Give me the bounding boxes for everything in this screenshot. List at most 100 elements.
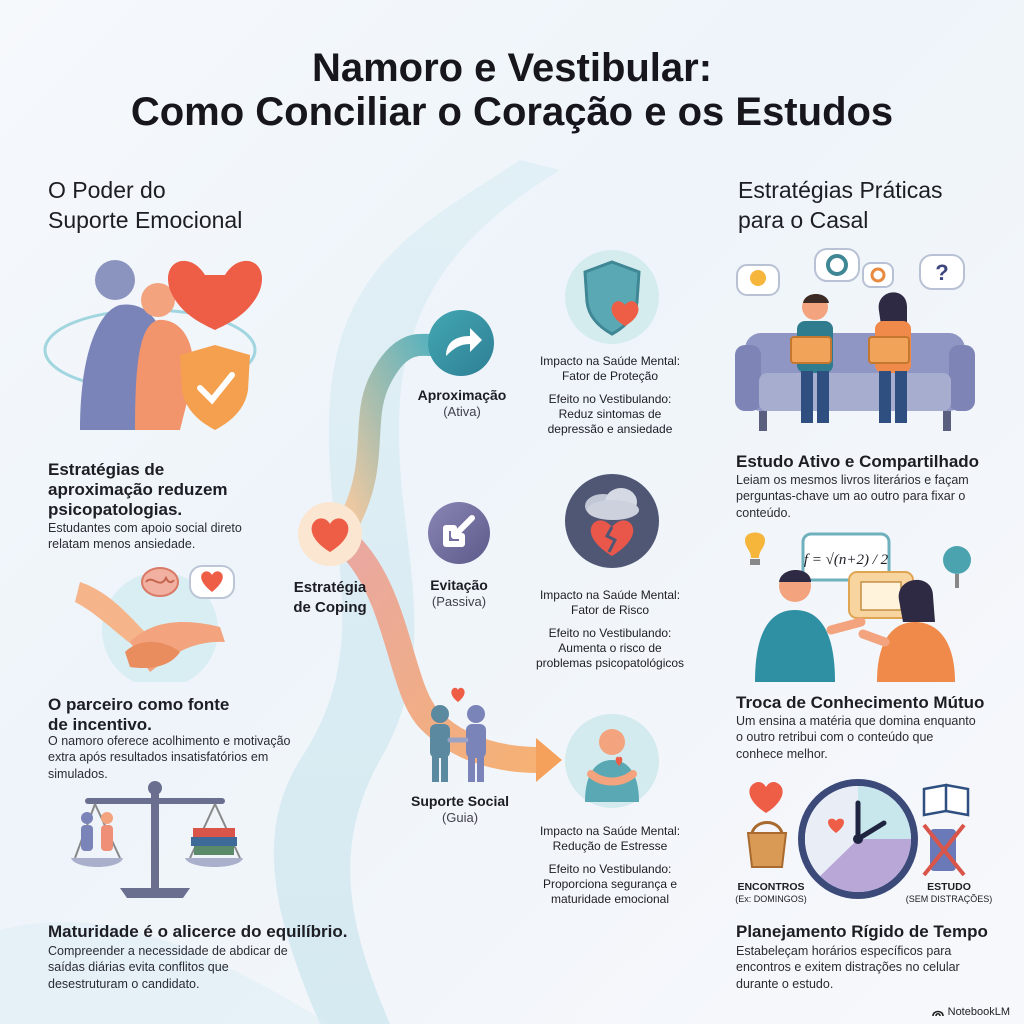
left-item-1-heading-line1: Estratégias de xyxy=(48,460,165,479)
suporte-impact-title: Impacto na Saúde Mental: xyxy=(539,824,681,838)
suporte-impact-value: Redução de Estresse xyxy=(552,839,668,853)
notebooklm-logo-icon xyxy=(931,1010,944,1017)
branch-evitacao-sub: (Passiva) xyxy=(431,594,487,610)
balance-scale-couple-books-icon xyxy=(71,781,243,898)
clock-right-label-sub: (SEM DISTRAÇÕES) xyxy=(905,893,993,904)
left-item-1-body-line2: relatam menos ansiedade. xyxy=(48,537,196,552)
evitacao-impact-block: Impacto na Saúde Mental: Fator de Risco … xyxy=(510,588,710,671)
left-item-3-body-line2: saídas diárias evita conflitos que xyxy=(48,960,229,975)
handshake-brain-heart-icon xyxy=(75,565,235,682)
left-item-3-body-line1: Compreender a necessidade de abdicar de xyxy=(48,944,288,958)
right-item-3-body-line2: encontros e exitem distrações no celular xyxy=(736,960,960,975)
couple-exchanging-knowledge-icon: f = √(n+2) / 2 xyxy=(745,532,971,682)
left-item-3-body: Compreender a necessidade de abdicar de … xyxy=(48,943,308,992)
right-item-3-body-line1: Estabeleçam horários específicos para xyxy=(736,944,952,958)
suporte-effect-line1: Proporciona segurança e xyxy=(542,877,678,891)
evitacao-effect-line1: Aumenta o risco de xyxy=(558,641,662,655)
page-title-line1: Namoro e Vestibular: xyxy=(311,46,713,90)
aproximacao-effect-title: Efeito no Vestibulando: xyxy=(548,392,672,406)
embrace-heart-shield-icon xyxy=(43,260,262,430)
branch-suporte-label: Suporte Social (Guia) xyxy=(398,792,522,827)
storm-cloud-broken-heart-icon xyxy=(565,474,659,568)
left-item-2-heading-line1: O parceiro como fonte xyxy=(48,695,230,714)
branch-aproximacao-label: Aproximação (Ativa) xyxy=(400,386,524,421)
right-item-1-body-line3: conteúdo. xyxy=(736,505,791,520)
branch-aproximacao-title: Aproximação xyxy=(417,387,507,403)
self-hug-person-icon xyxy=(565,714,659,808)
coping-root-label: Estratégia de Coping xyxy=(272,578,388,617)
left-heading-line1: O Poder do xyxy=(48,177,166,203)
left-item-1-heading-line2: aproximação reduzem xyxy=(48,480,228,500)
right-item-3-body-line3: durante o estudo. xyxy=(736,976,834,991)
branch-evitacao-label: Evitação (Passiva) xyxy=(404,576,514,611)
right-section-heading: Estratégias Práticas para o Casal xyxy=(738,176,943,236)
right-item-2-body-line1: Um ensina a matéria que domina enquanto xyxy=(736,714,976,728)
right-item-3-body: Estabeleçam horários específicos para en… xyxy=(736,943,1006,992)
clock-left-label: ENCONTROS (Ex: DOMINGOS) xyxy=(732,881,810,904)
aproximacao-effect-line2: depressão e ansiedade xyxy=(547,422,673,436)
left-item-3-heading: Maturidade é o alicerce do equilíbrio. xyxy=(48,922,348,941)
left-item-2-body-line2: extra após resultados insatisfatórios em xyxy=(48,750,269,765)
brand-watermark: NotebookLM xyxy=(931,1006,1010,1018)
right-item-1-body-line1: Leiam os mesmos livros literários e faça… xyxy=(736,473,969,487)
suporte-impact-block: Impacto na Saúde Mental: Redução de Estr… xyxy=(510,824,710,907)
svg-text:?: ? xyxy=(935,260,948,285)
left-item-2-body-line1: O namoro oferece acolhimento e motivação xyxy=(48,734,291,748)
branch-aproximacao-sub: (Ativa) xyxy=(443,404,481,420)
suporte-effect-line2: maturidade emocional xyxy=(550,892,670,906)
aproximacao-impact-block: Impacto na Saúde Mental: Fator de Proteç… xyxy=(510,354,710,437)
branch-suporte-sub: (Guia) xyxy=(441,810,479,826)
couple-holding-hands-icon xyxy=(430,687,486,782)
brand-text: NotebookLM xyxy=(947,1006,1010,1018)
left-item-2-heading: O parceiro como fonte de incentivo. xyxy=(48,695,288,735)
evitacao-impact-title: Impacto na Saúde Mental: xyxy=(539,588,681,602)
left-heading-line2: Suporte Emocional xyxy=(48,206,243,233)
right-item-1-heading: Estudo Ativo e Compartilhado xyxy=(736,452,980,471)
arrow-back-icon xyxy=(428,502,490,564)
left-item-1-body: Estudantes com apoio social direto relat… xyxy=(48,520,298,553)
clock-left-label-title: ENCONTROS xyxy=(737,881,805,893)
couple-reading-on-sofa-icon: ? xyxy=(735,248,975,431)
coping-root-line1: Estratégia xyxy=(293,579,367,596)
evitacao-impact-value: Fator de Risco xyxy=(570,603,650,617)
aproximacao-effect-line1: Reduz sintomas de xyxy=(558,407,662,421)
right-item-2-body: Um ensina a matéria que domina enquanto … xyxy=(736,713,1006,762)
branch-suporte-title: Suporte Social xyxy=(410,793,510,809)
right-item-2-heading: Troca de Conhecimento Mútuo xyxy=(736,693,985,712)
aproximacao-impact-value: Fator de Proteção xyxy=(561,369,659,383)
right-item-1-body: Leiam os mesmos livros literários e faça… xyxy=(736,472,1006,521)
formula-text: f = √(n+2) / 2 xyxy=(804,552,889,568)
right-heading-line2: para o Casal xyxy=(738,206,869,233)
basket-icon xyxy=(746,832,788,868)
left-item-2-body: O namoro oferece acolhimento e motivação… xyxy=(48,733,308,782)
right-item-2-body-line2: o outro retribui com o conteúdo que xyxy=(736,730,934,745)
book-icon xyxy=(922,783,970,817)
page-title-line2: Como Conciliar o Coração e os Estudos xyxy=(130,90,894,134)
right-item-1-body-line2: perguntas-chave um ao outro para fixar o xyxy=(736,489,966,504)
heart-icon xyxy=(749,781,783,813)
left-item-2-heading-line2: de incentivo. xyxy=(48,715,152,735)
left-item-1-body-line1: Estudantes com apoio social direto xyxy=(48,521,242,535)
right-item-3-heading: Planejamento Rígido de Tempo xyxy=(736,922,988,941)
shield-heart-icon xyxy=(565,250,659,344)
left-section-heading: O Poder do Suporte Emocional xyxy=(48,176,242,236)
suporte-effect-title: Efeito no Vestibulando: xyxy=(548,862,672,876)
right-heading-line1: Estratégias Práticas xyxy=(738,177,943,203)
left-item-2-body-line3: simulados. xyxy=(48,766,108,781)
coping-root-line2: de Coping xyxy=(293,598,367,616)
clock-left-label-sub: (Ex: DOMINGOS) xyxy=(735,893,807,904)
clock-schedule-icon xyxy=(746,779,970,899)
evitacao-effect-title: Efeito no Vestibulando: xyxy=(548,626,672,640)
coping-heart-node-icon xyxy=(298,502,362,566)
clock-right-label-title: ESTUDO xyxy=(927,881,971,893)
left-item-1-heading-line3: psicopatologias. xyxy=(48,500,183,520)
evitacao-effect-line2: problemas psicopatológicos xyxy=(535,656,685,670)
right-item-2-body-line3: conhece melhor. xyxy=(736,746,828,761)
left-item-3-body-line3: desestruturam o candidato. xyxy=(48,976,200,991)
aproximacao-impact-title: Impacto na Saúde Mental: xyxy=(539,354,681,368)
arrow-forward-icon xyxy=(428,310,494,376)
clock-right-label: ESTUDO (SEM DISTRAÇÕES) xyxy=(904,881,994,904)
branch-evitacao-title: Evitação xyxy=(430,577,488,593)
left-item-1-heading: Estratégias de aproximação reduzem psico… xyxy=(48,460,288,520)
